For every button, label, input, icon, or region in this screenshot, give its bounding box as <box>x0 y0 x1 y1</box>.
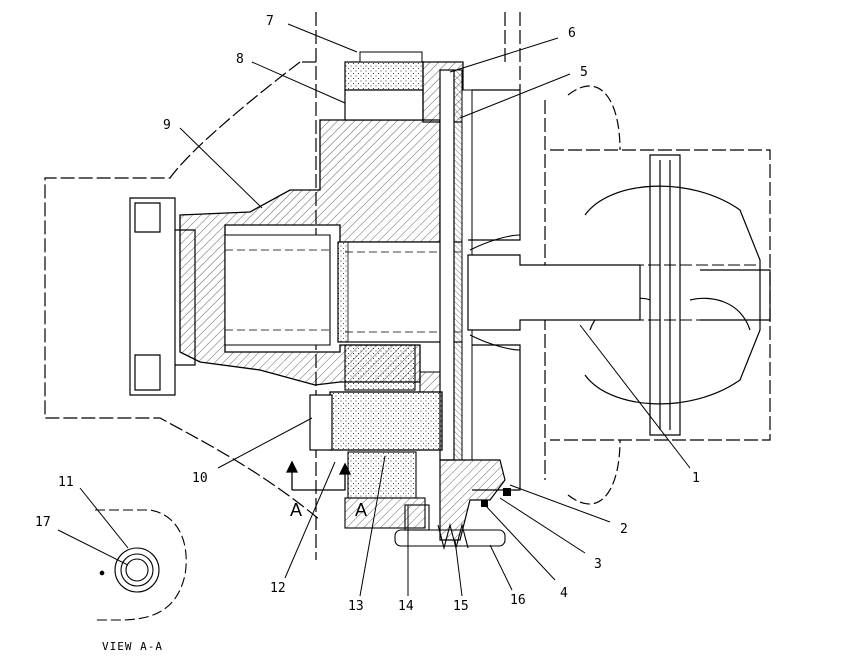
view-a-a-inset <box>95 509 187 621</box>
leader-4 <box>484 504 556 581</box>
callout-numbers: 1 2 3 4 5 6 7 8 9 10 11 12 13 14 15 16 1… <box>35 14 700 614</box>
leader-17 <box>57 529 129 566</box>
callout-7: 7 <box>266 14 274 29</box>
leader-3 <box>499 497 586 554</box>
leader-6 <box>449 37 559 73</box>
output-shaft <box>467 234 760 351</box>
callout-12: 12 <box>270 581 286 596</box>
leader-13 <box>359 455 386 597</box>
leader-10 <box>217 417 313 469</box>
callout-14: 14 <box>398 599 414 614</box>
section-letter-right: A <box>355 500 367 520</box>
lower-planet-gear <box>309 344 443 529</box>
thrust-plates <box>439 69 473 461</box>
leader-7 <box>287 23 358 53</box>
view-label: VIEW A-A <box>102 640 163 653</box>
leader-8 <box>251 61 346 104</box>
callout-5: 5 <box>580 65 588 80</box>
planet-carrier <box>179 119 441 386</box>
leader-2 <box>509 484 611 523</box>
leader-15 <box>454 539 463 597</box>
leader-9 <box>179 127 263 209</box>
right-housing <box>468 12 771 505</box>
leader-12 <box>284 461 336 579</box>
callout-17: 17 <box>35 515 51 530</box>
callout-10: 10 <box>192 471 208 486</box>
springs-and-pins <box>394 504 506 551</box>
section-letter-left: A <box>290 500 302 520</box>
leader-5 <box>459 73 571 119</box>
leader-11 <box>79 487 129 549</box>
callout-1: 1 <box>692 471 700 486</box>
leader-16 <box>489 544 513 591</box>
callout-11: 11 <box>58 475 74 490</box>
brake-piston <box>439 459 511 541</box>
section-mark-a-a <box>285 460 352 491</box>
callout-6: 6 <box>568 26 576 41</box>
callout-4: 4 <box>560 586 568 601</box>
leader-1 <box>579 324 691 469</box>
callout-9: 9 <box>163 118 171 133</box>
callout-3: 3 <box>594 557 602 572</box>
callout-13: 13 <box>348 599 364 614</box>
callout-2: 2 <box>620 522 628 537</box>
leader-lines <box>57 23 691 597</box>
callout-16: 16 <box>510 593 526 608</box>
callout-8: 8 <box>236 52 244 67</box>
callout-15: 15 <box>453 599 469 614</box>
